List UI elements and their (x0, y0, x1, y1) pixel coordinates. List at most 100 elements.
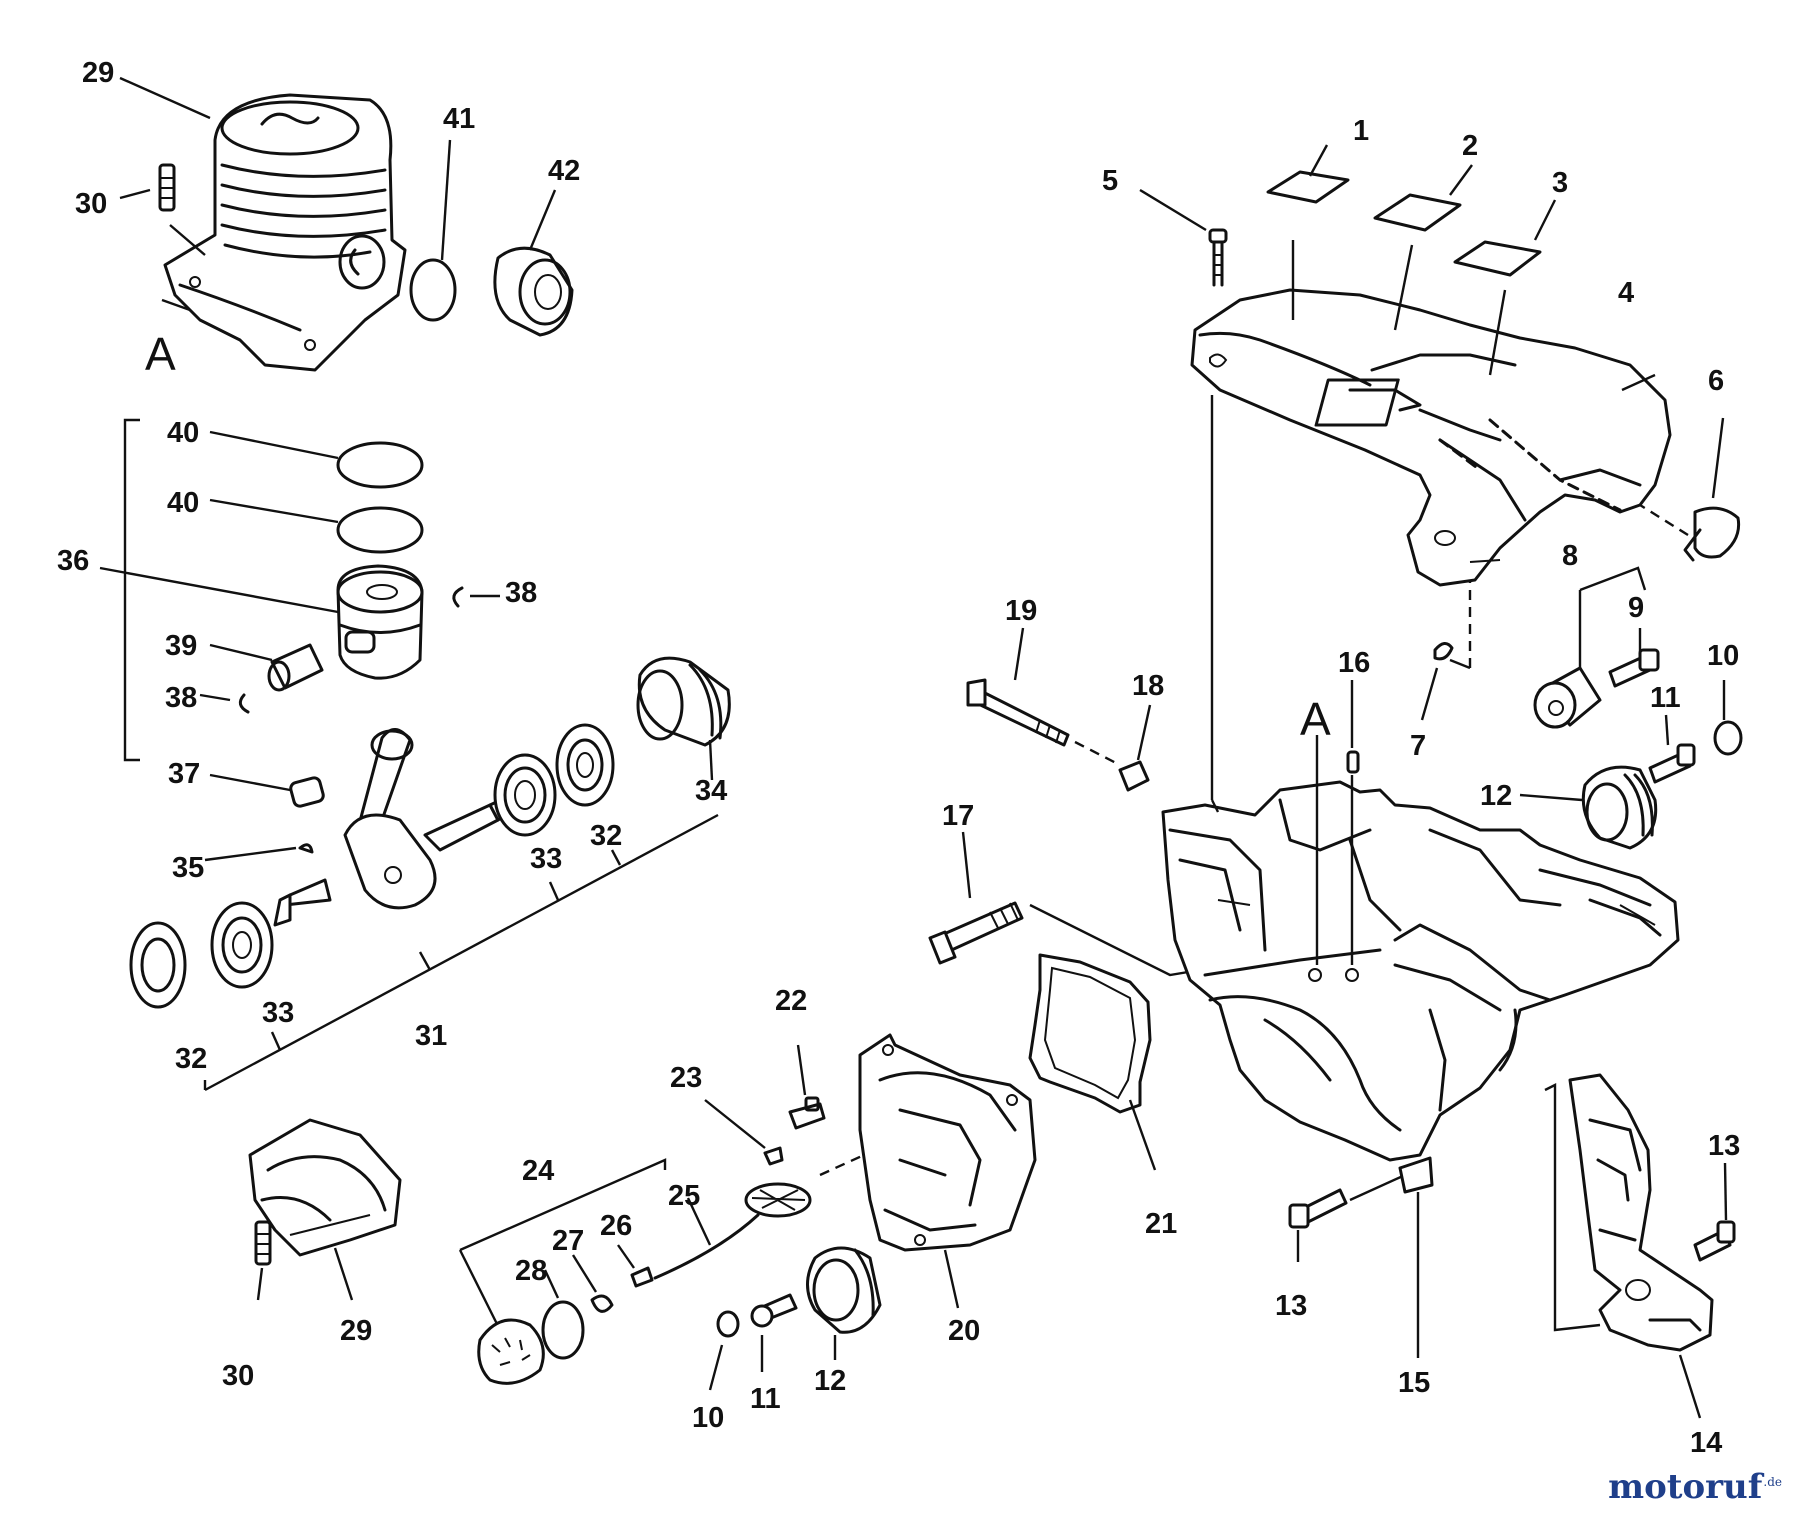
callout-19: 19 (1005, 595, 1037, 627)
callout-11a: 11 (750, 1383, 781, 1415)
callout-2: 2 (1462, 130, 1478, 162)
callout-33a: 33 (530, 843, 562, 875)
callout-25: 25 (668, 1180, 700, 1212)
watermark-logo: motoruf.de (1608, 1467, 1782, 1507)
callout-29a: 29 (82, 57, 114, 89)
callout-29b: 29 (340, 1315, 372, 1347)
callout-28: 28 (515, 1255, 547, 1287)
crankcase-cover (858, 1033, 1037, 1252)
callout-33b: 33 (262, 997, 294, 1029)
callout-12b: 12 (1480, 780, 1512, 812)
buffer-screw-upper (1648, 743, 1696, 784)
piston-ring-upper (336, 441, 424, 489)
piston (336, 564, 424, 680)
crank-seal-right (555, 723, 615, 807)
callout-37: 37 (168, 758, 200, 790)
callout-36: 36 (57, 545, 89, 577)
callout-15: 15 (1398, 1367, 1430, 1399)
cap-screw (254, 1220, 272, 1266)
decal-1 (1266, 170, 1350, 204)
callout-35: 35 (172, 852, 204, 884)
crankcase-gasket (1028, 953, 1152, 1114)
pump-o-ring (541, 1300, 585, 1360)
callout-42: 42 (548, 155, 580, 187)
circlip-left (238, 693, 250, 714)
check-valve (788, 1096, 826, 1130)
callout-32b: 32 (175, 1043, 207, 1075)
lower-crankcase-cap (248, 1118, 402, 1257)
callout-4: 4 (1618, 277, 1634, 309)
handle-bracket (1568, 1073, 1714, 1352)
cover-screw (1208, 228, 1228, 287)
cover-knob (1683, 506, 1741, 562)
long-bolt (928, 901, 1024, 965)
callout-38a: 38 (505, 577, 537, 609)
callout-22: 22 (775, 985, 807, 1017)
washer-upper (1713, 720, 1743, 756)
callout-10b: 10 (1707, 640, 1739, 672)
crankcase-gasket-inner (1043, 966, 1137, 1100)
bearing-sleeve (636, 656, 731, 747)
oil-nipple (763, 1146, 784, 1166)
crankcase (1161, 780, 1680, 1162)
callout-32a: 32 (590, 820, 622, 852)
oil-suction-line (653, 1182, 812, 1280)
needle-bearing (289, 776, 325, 808)
main-bearing-right (493, 753, 557, 837)
chain-catcher-screw (1288, 1188, 1348, 1229)
callout-39: 39 (165, 630, 197, 662)
callout-1: 1 (1353, 115, 1369, 147)
cylinder (163, 93, 407, 372)
washer-lower (716, 1310, 740, 1338)
callout-31: 31 (415, 1020, 447, 1052)
callout-13a: 13 (1275, 1290, 1307, 1322)
woodruff-key (298, 843, 314, 854)
callout-21: 21 (1145, 1208, 1177, 1240)
callout-17: 17 (942, 800, 974, 832)
callout-7: 7 (1410, 730, 1426, 762)
buffer-screw-lower (750, 1293, 798, 1328)
circlip-right (452, 586, 464, 608)
av-buffer-upper (1581, 765, 1658, 850)
callout-23: 23 (670, 1062, 702, 1094)
callout-40a: 40 (167, 417, 199, 449)
locating-pin (1346, 750, 1360, 774)
top-cover (1190, 288, 1672, 587)
callout-12a: 12 (814, 1365, 846, 1397)
pump-spring (590, 1294, 614, 1313)
ref-mark-a-right: A (1300, 693, 1331, 745)
handle-screw (1693, 1220, 1736, 1262)
callout-30b: 30 (222, 1360, 254, 1392)
crank-seal-left (129, 921, 187, 1009)
callout-41: 41 (443, 103, 475, 135)
grommet (1433, 642, 1454, 661)
callout-10a: 10 (692, 1402, 724, 1434)
callout-40b: 40 (167, 487, 199, 519)
callout-18: 18 (1132, 670, 1164, 702)
callout-26: 26 (600, 1210, 632, 1242)
callout-6: 6 (1708, 365, 1724, 397)
intake-flange (493, 246, 574, 337)
callout-11b: 11 (1650, 682, 1681, 714)
callout-3: 3 (1552, 167, 1568, 199)
av-buffer-cover (1533, 666, 1602, 729)
callout-30a: 30 (75, 188, 107, 220)
ref-mark-a-left: A (145, 328, 176, 380)
callout-13b: 13 (1708, 1130, 1740, 1162)
main-bearing-left (210, 901, 274, 989)
cover-screw-spacer (1209, 353, 1228, 368)
pump-pin (630, 1266, 654, 1288)
oil-pump-gear (477, 1318, 545, 1385)
cylinder-screw (158, 163, 206, 256)
decal-3 (1453, 240, 1542, 277)
callout-5: 5 (1102, 165, 1118, 197)
callout-27: 27 (552, 1225, 584, 1257)
callout-8: 8 (1562, 540, 1578, 572)
decal-2 (1373, 193, 1462, 232)
callout-24: 24 (522, 1155, 554, 1187)
tensioner-bolt (966, 678, 1121, 767)
tensioner-nut (1118, 760, 1150, 792)
chain-catcher (1398, 1156, 1434, 1194)
callout-20: 20 (948, 1315, 980, 1347)
